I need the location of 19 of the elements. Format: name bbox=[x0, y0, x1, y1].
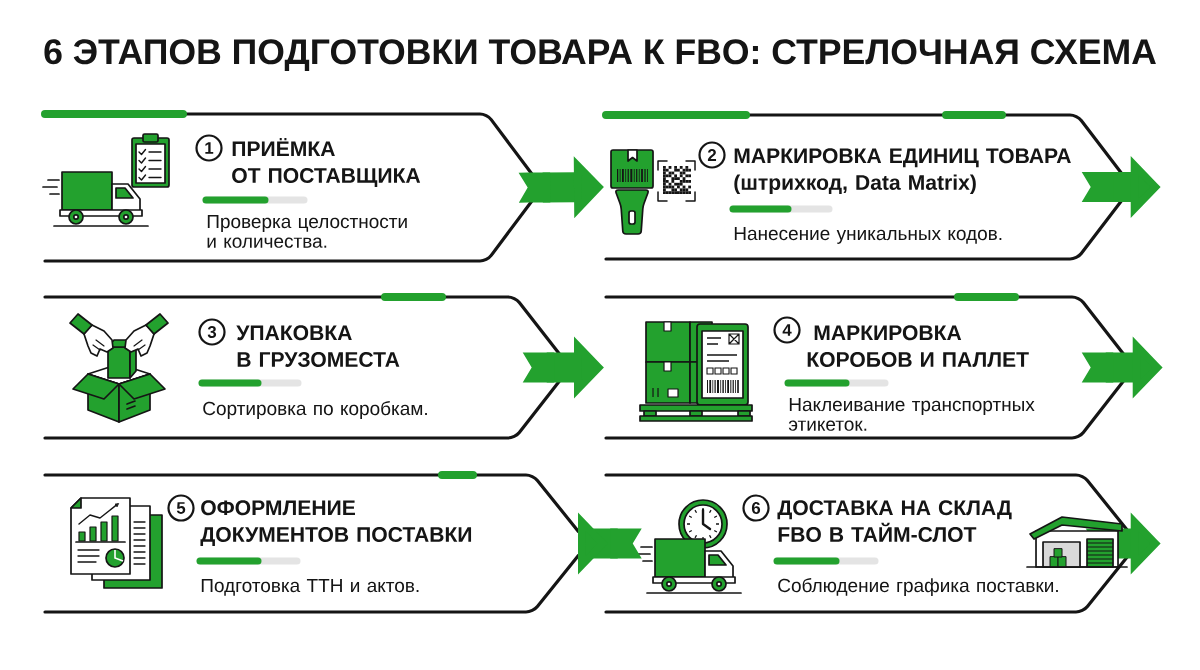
step-title: МАРКИРОВКА ЕДИНИЦ ТОВАРА (штрихкод, Data Matrix) bbox=[734, 148, 1071, 195]
number-badge: 2 bbox=[698, 141, 726, 169]
step-description: Наклеивание транспортных этикеток. bbox=[788, 397, 1035, 431]
number-badge: 4 bbox=[773, 316, 801, 344]
step-title: ОФОРМЛЕНИЕ ДОКУМЕНТОВ ПОСТАВКИ bbox=[200, 500, 472, 546]
step-title: ДОСТАВКА НА СКЛАД FBO В ТАЙМ-СЛОТ bbox=[777, 500, 1012, 542]
step-description: Подготовка ТТН и актов. bbox=[201, 578, 419, 596]
step-description: Соблюдение графика поставки. bbox=[778, 578, 1058, 596]
number-badge: 5 bbox=[167, 494, 195, 522]
step-title: ПРИЁМКА ОТ ПОСТАВЩИКА bbox=[232, 138, 421, 187]
step-description: Нанесение уникальных кодов. bbox=[734, 226, 1002, 244]
step-description: Сортировка по коробкам. bbox=[203, 401, 427, 419]
number-badge: 3 bbox=[198, 318, 226, 346]
step-description: Проверка целостности и количества. bbox=[207, 214, 407, 248]
title: 6 ЭТАПОВ ПОДГОТОВКИ ТОВАРА К FBO: СТРЕЛОЧНАЯ СХЕМА bbox=[44, 39, 1156, 72]
number-badge: 1 bbox=[195, 134, 223, 162]
number-badge: 6 bbox=[742, 494, 770, 522]
step-title: УПАКОВКА В ГРУЗОМЕСТА bbox=[236, 325, 400, 367]
step-title: МАРКИРОВКА КОРОБОВ И ПАЛЛЕТ bbox=[807, 325, 1029, 367]
